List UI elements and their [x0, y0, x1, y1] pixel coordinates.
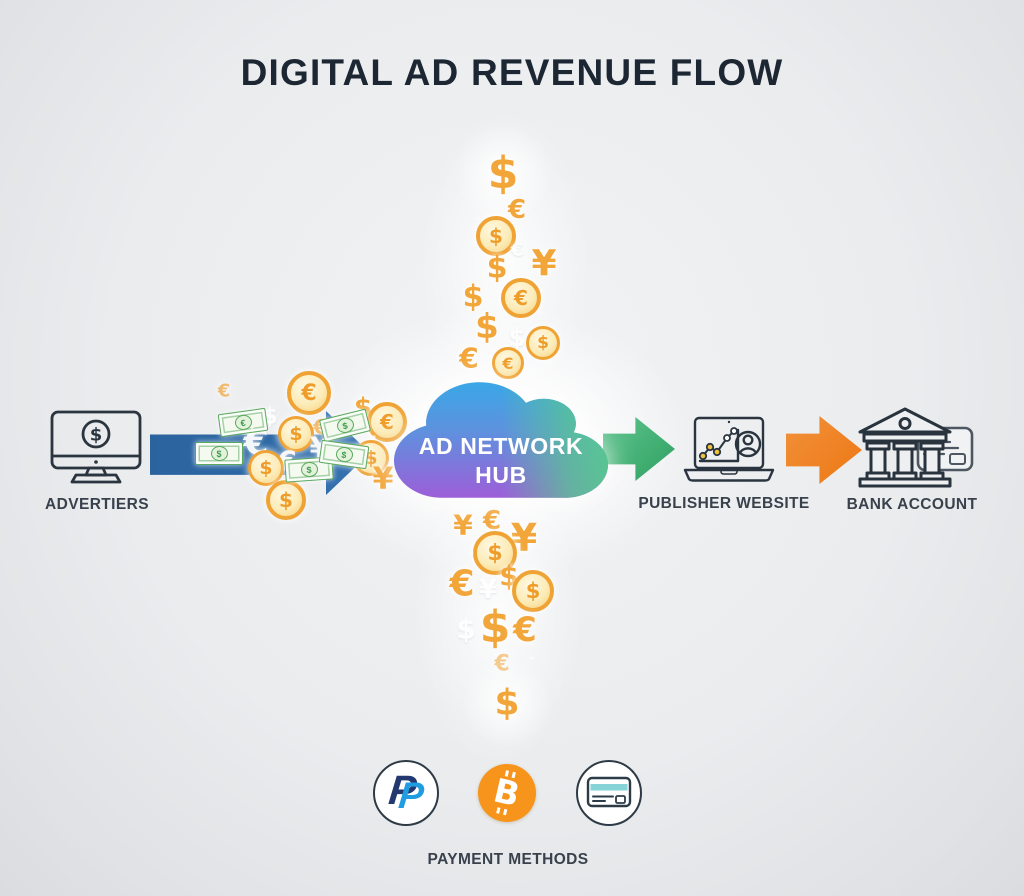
- coin: $: [526, 326, 560, 360]
- currency-symbol: $: [486, 250, 508, 286]
- paypal-icon: P P: [373, 760, 439, 826]
- bitcoin-symbol: B: [490, 770, 524, 816]
- currency-symbol: $: [487, 147, 519, 199]
- currency-symbol: $: [499, 559, 519, 593]
- currency-symbol: €: [217, 380, 231, 402]
- currency-symbol: ¥: [372, 461, 394, 497]
- currency-symbol: €: [507, 195, 527, 225]
- paypal-p-front: P: [396, 775, 426, 816]
- currency-symbol: $: [475, 307, 499, 347]
- sparkle-dot: [470, 551, 474, 555]
- money-stream-glow-bottom: [413, 465, 583, 765]
- sparkle-dot: [530, 656, 534, 660]
- sparkle-dot: [371, 434, 377, 440]
- currency-symbol: €: [449, 563, 475, 605]
- currency-symbol: $: [456, 612, 476, 646]
- currency-symbol: €: [459, 341, 479, 375]
- currency-symbol: €: [494, 651, 510, 677]
- currency-symbol: ¥: [510, 516, 538, 560]
- currency-symbol: $: [353, 393, 373, 423]
- currency-symbol: ¥: [478, 575, 498, 605]
- currency-symbol: ¥: [531, 243, 557, 285]
- publisher-website-label: PUBLISHER WEBSITE: [638, 495, 810, 512]
- currency-symbol: €: [482, 506, 502, 536]
- monitor-dollar-icon: $: [50, 410, 142, 486]
- currency-symbol: $: [494, 682, 520, 724]
- arrow-hub-to-publisher: [603, 417, 675, 481]
- currency-symbol: ¥: [453, 508, 473, 542]
- bank-account-label: BANK ACCOUNT: [846, 496, 978, 513]
- coin: $: [473, 531, 517, 575]
- coin: €: [287, 371, 331, 415]
- currency-symbol: €: [510, 239, 524, 261]
- currency-symbol: $: [262, 404, 278, 430]
- bitcoin-icon: B: [478, 764, 536, 822]
- glow-spot-top: [453, 123, 553, 223]
- hub-label: AD NETWORK HUB: [394, 374, 608, 506]
- hub-label-line2: HUB: [475, 462, 527, 488]
- laptop-analytics-icon: [683, 416, 775, 484]
- glow-spot-bottom: [462, 658, 552, 748]
- arrow-publisher-to-bank: [786, 416, 862, 484]
- payment-methods-label: PAYMENT METHODS: [427, 851, 589, 868]
- svg-text:$: $: [90, 425, 103, 446]
- coin: €: [501, 278, 541, 318]
- coin: $: [476, 216, 516, 256]
- banknote: €: [217, 407, 269, 438]
- hub-label-line1: AD NETWORK: [418, 433, 584, 459]
- sparkle-dot: [538, 310, 542, 314]
- coin: $: [512, 570, 554, 612]
- advertisers-label: ADVERTIERS: [45, 496, 149, 513]
- coin: $: [266, 480, 306, 520]
- ad-network-hub-cloud: AD NETWORK HUB: [394, 374, 608, 506]
- bank-building-credit-card-icon: [852, 404, 977, 488]
- currency-symbol: €: [513, 610, 537, 650]
- credit-card-icon: [576, 760, 642, 826]
- money-stream-glow-top: [420, 112, 590, 412]
- sparkle-dot: [250, 426, 254, 430]
- currency-symbol: $: [462, 279, 484, 315]
- currency-symbol: $: [508, 324, 526, 352]
- page-title: DIGITAL AD REVENUE FLOW: [240, 52, 784, 93]
- sparkle-dot: [476, 216, 480, 220]
- banknote-symbol: €: [233, 413, 253, 432]
- arrow-advertisers-to-hub: [150, 411, 370, 495]
- currency-symbol: $: [479, 601, 511, 653]
